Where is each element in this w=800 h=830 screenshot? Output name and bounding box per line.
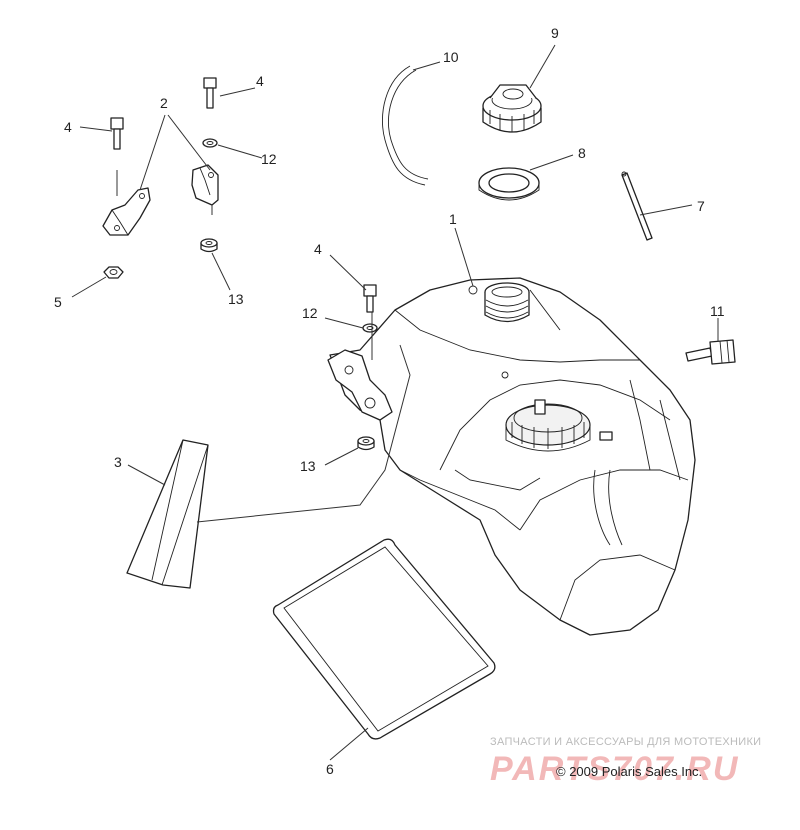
callout-10: 10 [443, 49, 459, 65]
bolt-a [203, 77, 217, 109]
watermark-tagline: ЗАПЧАСТИ И АКСЕССУАРЫ ДЛЯ МОТОТЕХНИКИ [490, 736, 762, 748]
callout-1: 1 [449, 211, 457, 227]
callout-6: 6 [326, 761, 334, 777]
fuel-tank [327, 277, 696, 636]
callout-7: 7 [697, 198, 705, 214]
washer-b [362, 323, 378, 333]
callout-2: 2 [160, 95, 168, 111]
vent-hose [382, 65, 429, 186]
callout-13b: 13 [300, 458, 316, 474]
nut [103, 266, 124, 279]
mounting-bracket-right [191, 164, 219, 215]
strap [621, 171, 653, 241]
leader-lines [71, 44, 719, 761]
callout-11: 11 [710, 303, 725, 319]
callout-9: 9 [551, 25, 559, 41]
bolt-b [110, 117, 124, 150]
mounting-bracket-left [102, 170, 151, 236]
heat-shield-mat [272, 538, 496, 740]
callout-4a: 4 [256, 73, 264, 89]
grommet-a [200, 238, 218, 253]
callout-3: 3 [114, 454, 122, 470]
washer-a [202, 138, 218, 148]
connector [685, 339, 736, 365]
callout-12a: 12 [261, 151, 277, 167]
callout-labels: 1 2 3 4 4 4 5 6 7 8 9 10 11 12 12 13 13 [54, 25, 725, 777]
callout-4b: 4 [64, 119, 72, 135]
watermark-logo: PARTS707.RU [490, 750, 740, 788]
callout-13a: 13 [228, 291, 244, 307]
foam-pad [126, 439, 209, 589]
grommet-b [357, 436, 375, 451]
callout-8: 8 [578, 145, 586, 161]
fuel-cap [482, 84, 542, 133]
watermark: ЗАПЧАСТИ И АКСЕССУАРЫ ДЛЯ МОТОТЕХНИКИ PA… [490, 736, 790, 788]
bolt-c [363, 284, 377, 313]
copyright-notice: © 2009 Polaris Sales Inc. [556, 764, 703, 779]
callout-12b: 12 [302, 305, 318, 321]
gasket [478, 167, 540, 201]
callout-5: 5 [54, 294, 62, 310]
callout-4c: 4 [314, 241, 322, 257]
